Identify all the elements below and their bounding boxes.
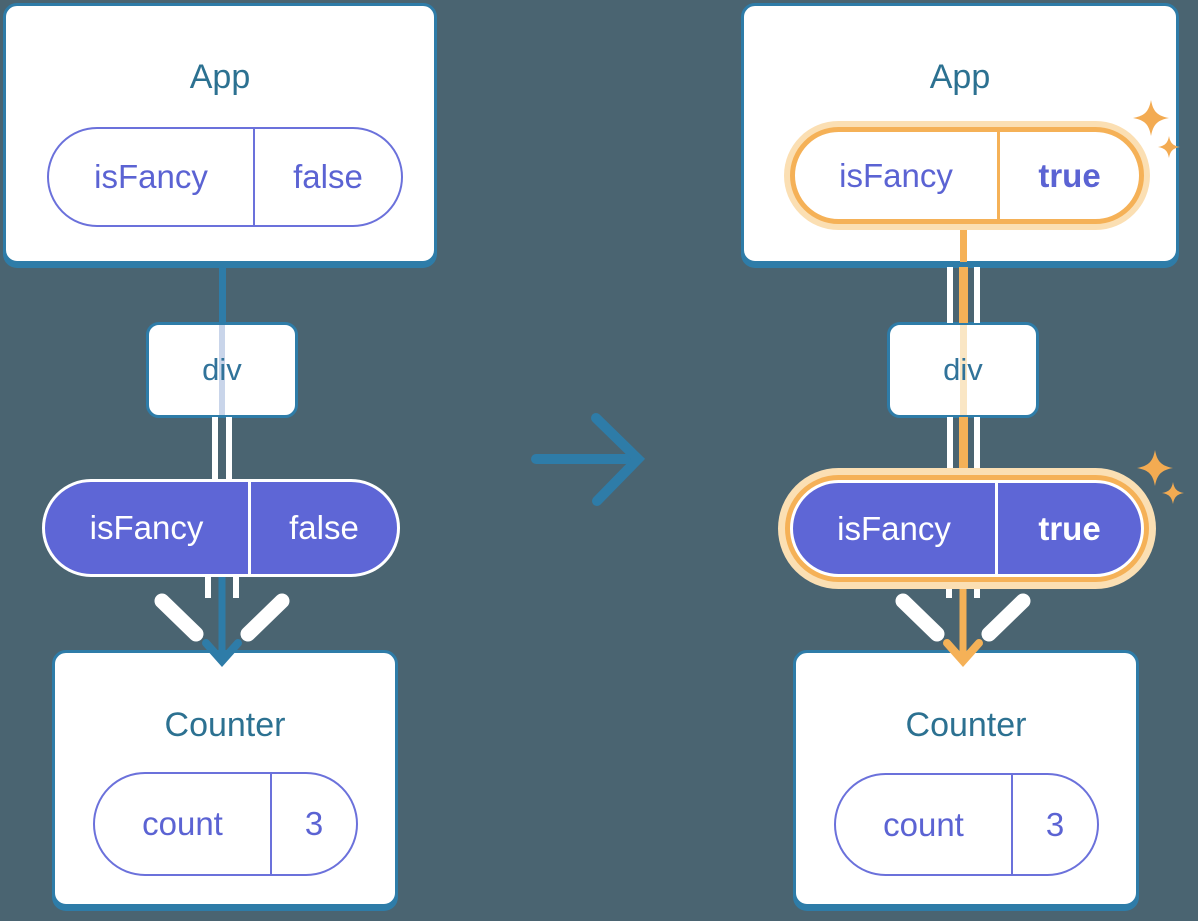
pill-divider: [997, 132, 1000, 219]
before-pass-through-line: [219, 325, 225, 415]
pill-divider: [995, 483, 998, 574]
state-name: count: [883, 805, 964, 843]
state-value: 3: [1045, 805, 1065, 843]
state-value: 3: [304, 805, 324, 842]
pill-divider: [1011, 775, 1013, 874]
sparkles-icon: [1133, 100, 1180, 158]
after-edge-app-to-div-white-right: [974, 267, 980, 323]
after-inner-context-line: [960, 222, 967, 262]
before-counter-card: Counter count 3: [52, 650, 398, 907]
prop-name: isFancy: [837, 509, 951, 547]
before-app-prop-pill: isFancy false: [47, 127, 403, 227]
prop-name: isFancy: [89, 509, 204, 546]
prop-value: false: [293, 158, 363, 195]
after-div-label: div: [943, 352, 983, 387]
before-div-label: div: [202, 352, 242, 387]
after-context-pill-highlighted: isFancy true: [790, 480, 1144, 577]
before-context-pill: isFancy false: [42, 479, 400, 577]
after-flow-arrow-icon: [895, 576, 1031, 668]
before-props-edge-left: [212, 417, 218, 484]
after-props-edge-context: [959, 417, 968, 484]
after-pass-through-line: [959, 325, 967, 415]
prop-name: isFancy: [94, 158, 208, 195]
pill-divider: [270, 774, 272, 874]
after-edge-app-to-div-white-left: [947, 267, 953, 323]
after-count-state-pill: count 3: [834, 773, 1099, 876]
prop-name: isFancy: [839, 156, 953, 194]
after-app-title: App: [929, 58, 991, 96]
before-app-card: App isFancy false: [3, 3, 437, 264]
state-name: count: [142, 805, 223, 842]
after-props-edge-white-right: [974, 417, 980, 484]
prop-value: true: [1038, 509, 1101, 547]
prop-value: false: [289, 509, 359, 546]
before-props-edge-right: [226, 417, 232, 484]
before-app-title: App: [189, 58, 251, 96]
before-count-state-pill: count 3: [93, 772, 358, 876]
sparkles-icon: [1137, 450, 1184, 504]
pill-divider: [253, 129, 255, 225]
after-app-prop-pill-highlighted: isFancy true: [790, 127, 1144, 224]
after-counter-title: Counter: [905, 706, 1027, 744]
before-edge-app-to-div: [219, 262, 226, 324]
before-div-node: div: [146, 322, 298, 418]
after-div-node: div: [887, 322, 1039, 418]
before-flow-arrow-icon: [154, 576, 290, 668]
after-props-edge-white-left: [947, 417, 953, 484]
after-counter-card: Counter count 3: [793, 650, 1139, 907]
transition-arrow-icon: [531, 413, 646, 506]
prop-value: true: [1038, 156, 1101, 194]
after-edge-app-to-div-context: [959, 267, 968, 323]
before-counter-title: Counter: [164, 706, 286, 744]
pill-divider: [248, 482, 251, 574]
